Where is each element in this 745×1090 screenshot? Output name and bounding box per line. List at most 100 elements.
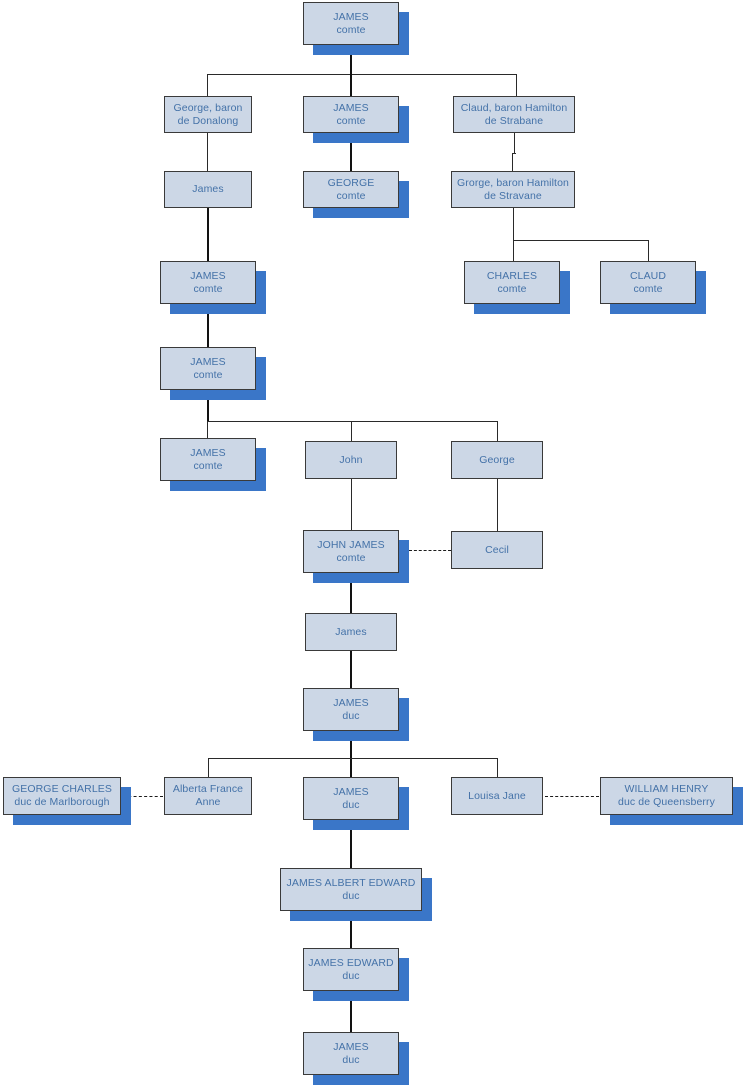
person-title: de Donalong	[177, 114, 239, 127]
person-name: Claud, baron Hamilton	[460, 101, 568, 114]
person-node[interactable]: John	[305, 441, 397, 479]
descent-line-to-n14	[497, 421, 498, 441]
descent-line-to-n2	[207, 74, 208, 96]
descent-jog-n4-n7	[512, 153, 516, 154]
person-title: duc de Queensberry	[618, 796, 715, 808]
sibling-bar-gen2	[207, 74, 517, 75]
person-title: duc	[342, 889, 360, 902]
person-title: duc	[342, 798, 360, 811]
person-title: duc de Marlborough	[14, 796, 110, 808]
descent-line-n2-n5	[207, 133, 208, 171]
person-title: comte	[336, 189, 366, 202]
descent-line-n14-n16	[497, 479, 498, 531]
person-name: GEORGE	[327, 176, 375, 189]
person-name: Alberta France	[172, 783, 244, 795]
descent-line-n1-down	[350, 45, 352, 75]
descent-line-n18-down	[350, 731, 352, 777]
descent-line-to-n12	[207, 421, 208, 438]
person-node[interactable]: George	[451, 441, 543, 479]
person-title: de Stravane	[484, 189, 542, 202]
descent-line-n4-n7b	[512, 153, 513, 171]
descent-line-to-n10	[648, 240, 649, 261]
person-name: JAMES	[333, 101, 369, 114]
person-name: JAMES	[190, 355, 226, 368]
descent-line-n13-n15	[351, 479, 352, 530]
person-title: duc	[342, 709, 360, 722]
person-name: JAMES ALBERT EDWARD	[286, 876, 416, 889]
person-title: comte	[193, 459, 223, 472]
person-title: duc	[342, 969, 360, 982]
descent-line-to-n3	[350, 74, 352, 96]
descent-line-to-n4	[516, 74, 517, 96]
person-node[interactable]: Louisa Jane	[451, 777, 543, 815]
descent-line-n24-n25	[350, 911, 352, 948]
descent-line-n3-n6	[350, 133, 352, 171]
descent-line-n25-n26	[350, 991, 352, 1032]
descent-line-n5-n8	[207, 208, 209, 261]
person-node[interactable]: James	[164, 171, 252, 208]
person-title: duc	[342, 1053, 360, 1066]
person-title: comte	[193, 368, 223, 381]
person-name: George, baron	[173, 101, 243, 114]
person-name: JAMES	[190, 269, 226, 282]
person-name: WILLIAM HENRY	[624, 783, 709, 795]
person-name: CHARLES	[486, 269, 538, 282]
person-name: JAMES EDWARD	[308, 956, 394, 969]
person-name: James	[335, 625, 367, 638]
person-title: comte	[336, 114, 366, 127]
person-name: GEORGE CHARLES	[11, 783, 112, 795]
person-name: JAMES	[333, 696, 369, 709]
person-name: JAMES	[333, 785, 369, 798]
person-title: Anne	[195, 796, 221, 808]
descent-line-n8-n11	[207, 304, 209, 347]
descent-line-n11-down	[207, 390, 209, 422]
person-name: Grorge, baron Hamilton	[457, 176, 569, 189]
person-name: JAMES	[190, 446, 226, 459]
person-name: John	[339, 453, 363, 466]
marriage-line-n15-n16	[409, 550, 451, 551]
marriage-line-n22-n23	[545, 796, 599, 797]
person-title: comte	[193, 282, 223, 295]
person-title: comte	[336, 23, 366, 36]
descent-line-n7-down	[513, 208, 514, 261]
person-name: JAMES	[333, 1040, 369, 1053]
person-name: George	[479, 453, 515, 466]
person-title: de Strabane	[484, 114, 544, 127]
person-name: JAMES	[333, 10, 369, 23]
descent-line-to-n22	[497, 758, 498, 777]
sibling-bar-gen10	[208, 758, 498, 759]
sibling-bar-charles-claud	[513, 240, 649, 241]
person-title: comte	[633, 282, 663, 295]
person-name: CLAUD	[629, 269, 667, 282]
person-name: Cecil	[485, 543, 509, 556]
person-node[interactable]: Cecil	[451, 531, 543, 569]
sibling-bar-gen6	[207, 421, 497, 422]
descent-line-n17-n18	[350, 651, 352, 688]
person-name: James	[192, 183, 224, 195]
descent-line-n4-n7	[514, 133, 515, 153]
person-node[interactable]: James	[305, 613, 397, 651]
descent-line-n21-n24	[350, 820, 352, 868]
person-name: Louisa Jane	[468, 789, 526, 802]
